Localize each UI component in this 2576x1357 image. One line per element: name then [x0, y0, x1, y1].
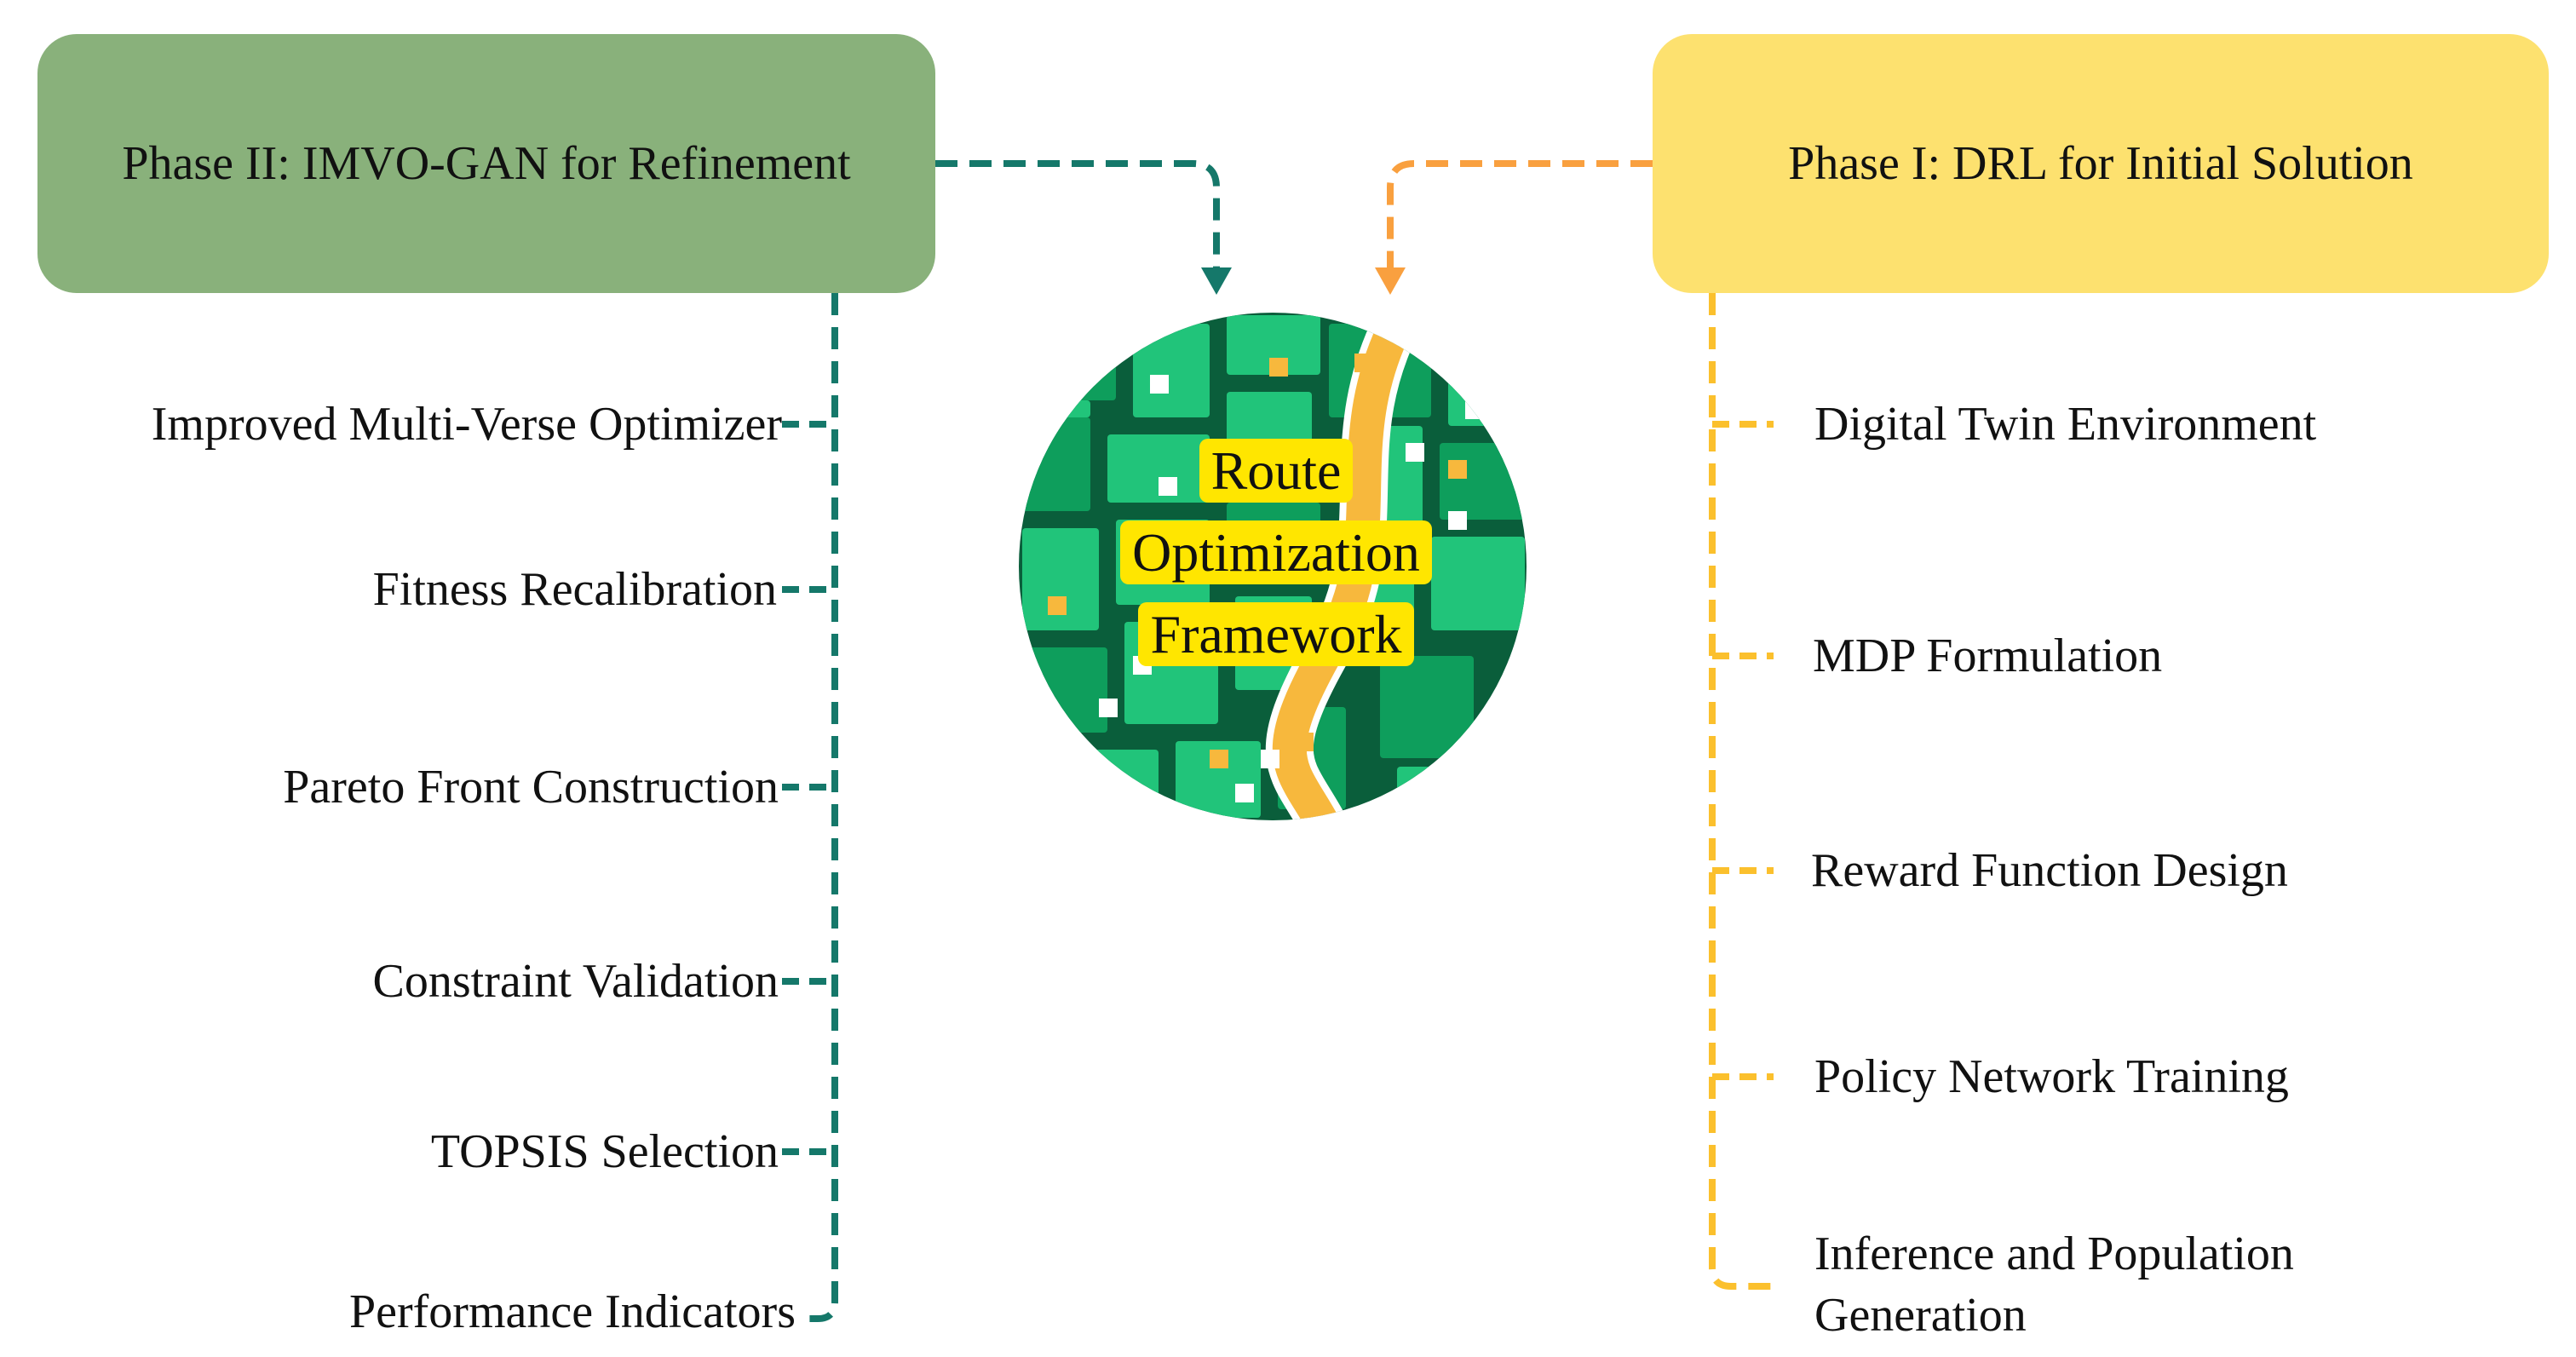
phase2-item: TOPSIS Selection [430, 1125, 779, 1178]
phase1-arrowhead-icon [1375, 267, 1406, 295]
phase2-item: Improved Multi-Verse Optimizer [151, 398, 782, 451]
phase2-title: Phase II: IMVO-GAN for Refinement [122, 136, 851, 190]
phase2-item: Performance Indicators [349, 1285, 796, 1338]
phase1-box: Phase I: DRL for Initial Solution [1653, 34, 2549, 293]
center-label: Route Optimization Framework [1072, 430, 1481, 676]
phase2-arrowhead-icon [1201, 267, 1232, 295]
phase1-trunk-line [1709, 293, 1774, 1290]
phase1-item: Policy Network Training [1814, 1050, 2289, 1103]
phase2-item: Constraint Validation [372, 955, 779, 1008]
phase1-item: Reward Function Design [1811, 844, 2288, 897]
center-label-text: Route Optimization Framework [1120, 439, 1432, 666]
phase1-item: Inference and Population Generation [1814, 1228, 2294, 1342]
phase2-tick-group [782, 421, 835, 1155]
phase2-trunk-line [802, 293, 838, 1322]
phase2-item: Fitness Recalibration [372, 563, 777, 616]
phase1-title: Phase I: DRL for Initial Solution [1788, 136, 2413, 190]
phase2-item: Pareto Front Construction [283, 761, 779, 814]
phase1-tick-group [1712, 421, 1774, 1080]
phase2-box: Phase II: IMVO-GAN for Refinement [37, 34, 935, 293]
phase1-item: Digital Twin Environment [1814, 398, 2317, 451]
phase1-to-center-arrow-line [1387, 160, 1653, 271]
phase2-to-center-arrow-line [935, 160, 1220, 271]
phase1-item: MDP Formulation [1813, 630, 2163, 682]
